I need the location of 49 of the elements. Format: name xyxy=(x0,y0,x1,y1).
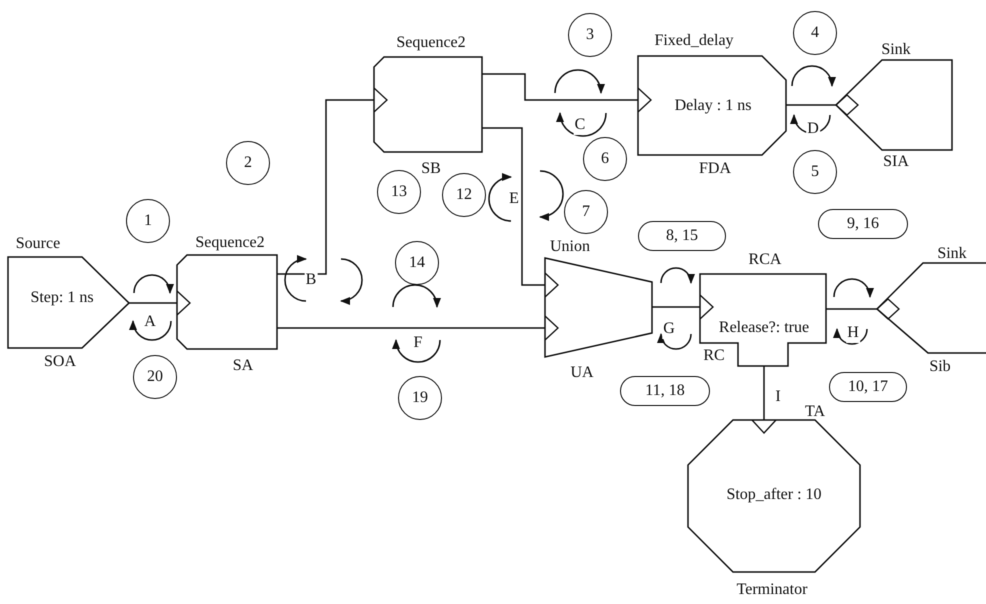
block-id: SA xyxy=(232,356,254,376)
block-id: SOA xyxy=(42,352,77,372)
connector-line xyxy=(277,87,388,275)
block-parameter: Delay : 1 ns xyxy=(674,96,752,116)
callout-number: 20 xyxy=(133,355,177,399)
callout-number: 11, 18 xyxy=(620,376,710,406)
block-id: UA xyxy=(569,363,595,383)
callout-number: 12 xyxy=(442,173,486,217)
edge-label: G xyxy=(662,319,676,339)
block-title: Sink xyxy=(880,40,912,60)
connector-line xyxy=(482,127,559,298)
block-parameter: Stop_after : 10 xyxy=(725,485,823,505)
connector-line xyxy=(277,315,559,341)
callout-number: 9, 16 xyxy=(818,209,908,239)
block-title: Fixed_delay xyxy=(653,31,735,51)
callout-number: 13 xyxy=(377,170,421,214)
connector-line xyxy=(786,94,859,116)
callout-number: 1 xyxy=(126,199,170,243)
block-title: RCA xyxy=(748,250,782,270)
block-title: Sink xyxy=(936,244,968,264)
block-parameter: Release?: true xyxy=(718,318,810,338)
block-id: SB xyxy=(420,159,442,179)
callout-number: 6 xyxy=(583,137,627,181)
edge-label: C xyxy=(574,115,586,135)
block-parameter: Step: 1 ns xyxy=(29,288,95,308)
callout-number: 7 xyxy=(564,190,608,234)
connector-line xyxy=(826,298,900,320)
block-title: Sequence2 xyxy=(395,33,467,53)
block-title: Source xyxy=(14,234,62,254)
callout-number: 8, 15 xyxy=(638,221,726,251)
block-id: TA xyxy=(804,402,826,422)
callout-number: 19 xyxy=(398,376,442,420)
callout-number: 3 xyxy=(568,13,612,57)
block-title: Terminator xyxy=(736,580,808,600)
callout-number: 14 xyxy=(395,241,439,285)
block-id: RC xyxy=(702,346,726,366)
connector-line xyxy=(129,290,191,316)
connector-line xyxy=(652,294,714,320)
block-title: Sequence2 xyxy=(194,233,266,253)
connector-line xyxy=(482,73,652,113)
callout-number: 4 xyxy=(793,11,837,55)
block-id: Sib xyxy=(928,357,952,377)
block-title: Union xyxy=(549,237,591,257)
callout-number: 10, 17 xyxy=(829,372,907,402)
block-id: FDA xyxy=(698,159,732,179)
callout-number: 5 xyxy=(793,150,837,194)
block-id: SIA xyxy=(882,152,910,172)
connector-line xyxy=(751,366,777,434)
callout-number: 2 xyxy=(226,141,270,185)
